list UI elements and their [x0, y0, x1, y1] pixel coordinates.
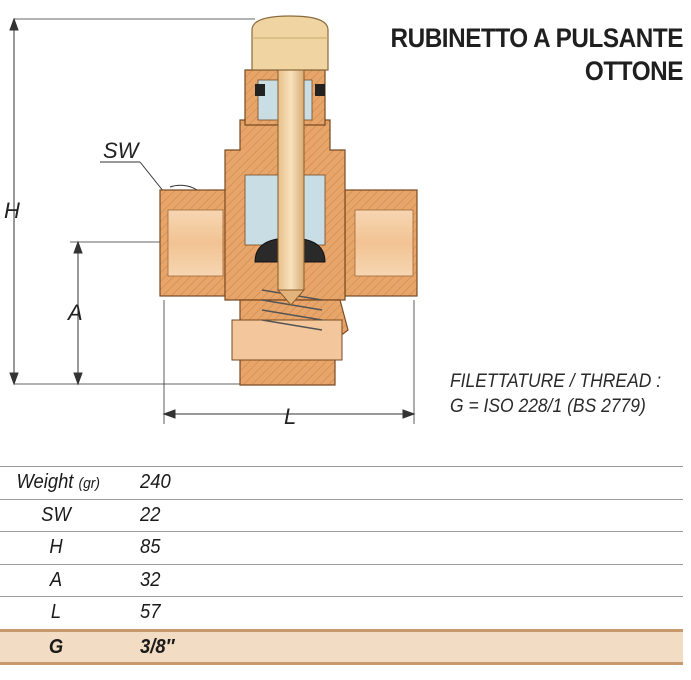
- title-line-1: RUBINETTO A PULSANTE: [390, 23, 683, 53]
- valve-body: [159, 15, 418, 386]
- spec-value: 3/8″: [140, 635, 175, 658]
- spec-row-h: H 85: [0, 532, 683, 565]
- spec-value: 85: [140, 536, 161, 558]
- spec-value: 22: [140, 503, 161, 526]
- spec-label: Weight (gr): [16, 471, 100, 493]
- spec-value: 240: [140, 471, 171, 493]
- dimension-label-l: L: [284, 404, 297, 429]
- thread-note-line-2: G = ISO 228/1 (BS 2779): [450, 396, 646, 417]
- spec-label: G: [48, 635, 64, 658]
- spec-label: H: [49, 536, 63, 558]
- valve-cross-section-drawing: [9, 15, 418, 424]
- dimension-label-h: H: [4, 198, 20, 223]
- spec-row-weight: Weight (gr) 240: [0, 466, 683, 500]
- dimension-label-a: A: [68, 300, 83, 325]
- spec-row-a: A 32: [0, 565, 683, 597]
- spec-table: Weight (gr) 240 SW 22 H 85 A 32 L 57 G 3…: [0, 466, 683, 665]
- thread-note-line-1: FILETTATURE / THREAD :: [450, 371, 662, 392]
- spec-label: SW: [41, 503, 71, 526]
- spec-value: 57: [140, 601, 161, 623]
- thread-note: FILETTATURE / THREAD : G = ISO 228/1 (BS…: [450, 369, 661, 419]
- spec-value: 32: [140, 568, 161, 591]
- spec-row-sw: SW 22: [0, 500, 683, 532]
- spec-row-g: G 3/8″: [0, 628, 683, 665]
- spec-unit: (gr): [78, 475, 100, 492]
- dimension-label-sw: SW: [103, 138, 139, 163]
- product-title: RUBINETTO A PULSANTE OTTONE: [390, 22, 683, 88]
- spec-row-l: L 57: [0, 597, 683, 630]
- spec-label: L: [50, 601, 62, 623]
- spec-label: A: [49, 568, 63, 591]
- title-line-2: OTTONE: [584, 56, 684, 86]
